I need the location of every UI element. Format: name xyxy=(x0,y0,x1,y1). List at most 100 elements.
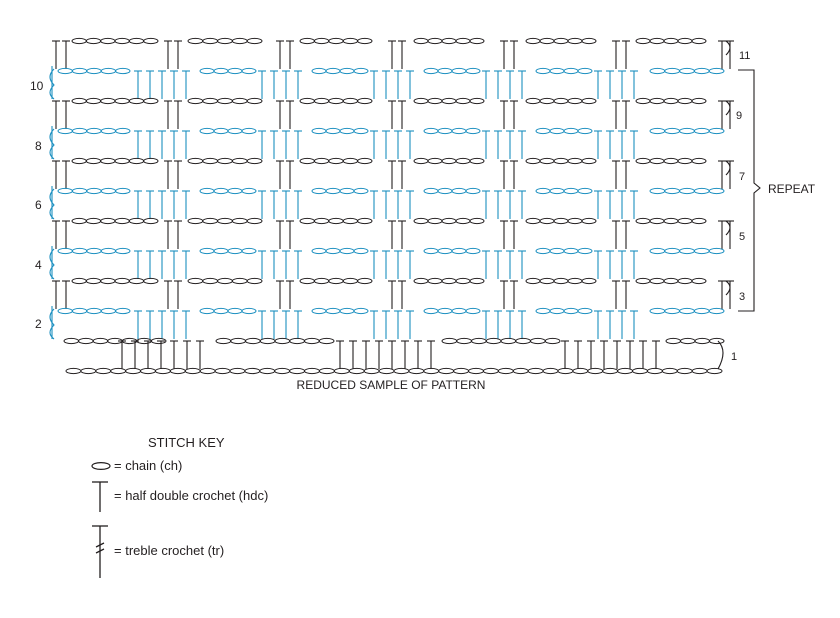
chain-stitch xyxy=(199,127,215,135)
chain-stitch xyxy=(213,67,229,75)
chain-stitch xyxy=(80,367,97,375)
chain-stitch xyxy=(299,217,315,225)
chain-stitch xyxy=(497,367,514,375)
chain-stitch xyxy=(451,247,467,255)
chain-stitch xyxy=(649,67,666,75)
chain-stitch xyxy=(154,367,171,375)
chain-stitch xyxy=(311,307,327,315)
chain-stitch xyxy=(241,307,257,315)
chain-stitch xyxy=(328,277,344,285)
chain-stitch xyxy=(339,247,355,255)
row-number-1: 1 xyxy=(731,351,737,363)
chain-stitch xyxy=(227,187,243,195)
chain-stitch xyxy=(85,37,102,45)
chain-stitch xyxy=(114,277,130,285)
chain-stitch xyxy=(187,277,204,285)
chain-stitch xyxy=(706,367,723,375)
chain-stitch xyxy=(202,97,219,105)
chain-stitch xyxy=(274,367,291,375)
chain-stitch xyxy=(128,37,145,45)
chain-stitch xyxy=(455,277,471,285)
chain-stitch xyxy=(549,247,565,255)
chain-stitch xyxy=(348,367,365,375)
chain-stitch xyxy=(325,127,341,135)
chain-stitch xyxy=(259,367,276,375)
chain-stitch xyxy=(535,127,551,135)
chain-stitch xyxy=(110,367,127,375)
chain-stitch xyxy=(465,127,481,135)
chain-stitch xyxy=(128,217,145,225)
chain-stitch xyxy=(664,187,681,195)
chain-stitch xyxy=(451,307,467,315)
chain-stitch xyxy=(577,247,593,255)
chain-stitch xyxy=(665,337,681,345)
chain-stitch xyxy=(427,217,443,225)
chain-stitch xyxy=(143,157,159,165)
chain-stitch xyxy=(143,37,159,45)
chain-stitch xyxy=(539,97,555,105)
chain-stitch xyxy=(100,247,117,255)
chain-stitch xyxy=(339,307,355,315)
turning-chain xyxy=(49,248,55,280)
chain-stitch xyxy=(413,217,429,225)
chain-stitch xyxy=(549,307,565,315)
row-number-11: 11 xyxy=(739,50,750,62)
chain-stitch xyxy=(515,337,531,345)
chain-stitch xyxy=(311,187,327,195)
chain-stitch xyxy=(199,367,216,375)
chain-stitch xyxy=(217,37,233,45)
chain-stitch xyxy=(229,367,246,375)
chain-stitch xyxy=(679,127,695,135)
chain-stitch xyxy=(393,367,410,375)
chain-stitch xyxy=(230,337,246,345)
chain-stitch xyxy=(363,367,380,375)
chain-stitch xyxy=(577,187,593,195)
chain-stitch xyxy=(339,187,355,195)
chain-stitch xyxy=(679,247,695,255)
chain-stitch xyxy=(57,307,73,315)
chain-stitch xyxy=(342,277,359,285)
chain-stitch xyxy=(441,97,457,105)
chain-stitch xyxy=(581,97,597,105)
chain-stitch xyxy=(677,157,693,165)
chain-stitch xyxy=(691,217,707,225)
chain-stitch xyxy=(581,157,597,165)
chain-stitch xyxy=(691,367,708,375)
chain-stitch xyxy=(114,97,130,105)
chain-stitch xyxy=(128,97,145,105)
chain-stitch xyxy=(469,277,485,285)
chain-stitch xyxy=(423,187,439,195)
chain-stitch xyxy=(563,307,579,315)
chain-stitch xyxy=(213,307,229,315)
chain-stitch xyxy=(602,367,619,375)
chain-stitch xyxy=(485,337,502,345)
row-number-2: 2 xyxy=(35,317,42,331)
chain-stitch xyxy=(649,247,666,255)
chain-stitch xyxy=(451,127,467,135)
chain-stitch xyxy=(71,247,88,255)
chain-stitch xyxy=(708,247,725,255)
chain-stitch xyxy=(676,367,693,375)
chain-stitch xyxy=(427,277,443,285)
chain-stitch xyxy=(231,277,248,285)
chain-stitch xyxy=(231,37,248,45)
chain-stitch xyxy=(693,127,710,135)
chain-stitch xyxy=(115,247,131,255)
chain-stitch xyxy=(567,157,583,165)
chain-stitch xyxy=(100,67,117,75)
chain-stitch xyxy=(635,157,651,165)
chain-stitch xyxy=(649,37,665,45)
chain-stitch xyxy=(100,127,117,135)
chain-stitch xyxy=(664,67,681,75)
chain-stitch xyxy=(115,307,131,315)
chain-stitch xyxy=(357,217,373,225)
chain-stitch xyxy=(125,367,142,375)
chain-stitch xyxy=(581,37,597,45)
chain-stitch xyxy=(202,277,219,285)
chain-stitch xyxy=(115,67,131,75)
chain-stitch xyxy=(100,217,116,225)
chain-stitch xyxy=(455,37,471,45)
chain-stitch xyxy=(259,337,276,345)
chain-stitch xyxy=(357,97,373,105)
chain-stitch xyxy=(549,127,565,135)
